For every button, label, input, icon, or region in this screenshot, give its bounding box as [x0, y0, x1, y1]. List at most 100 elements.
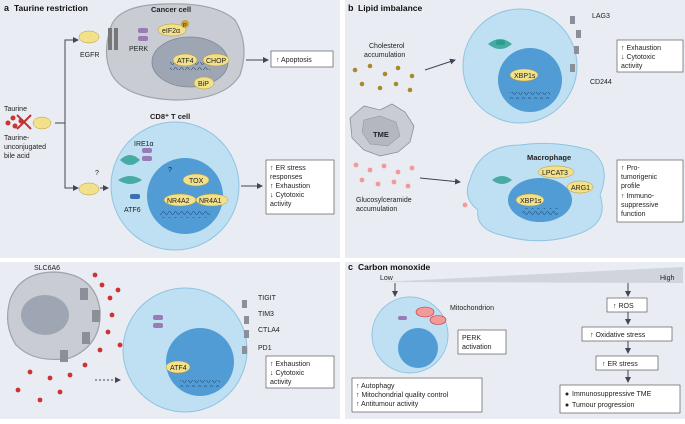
- er-membrane-icon: [118, 155, 142, 184]
- exhaustion-box-a: [265, 355, 335, 389]
- pro-line-1: ↑ Pro-: [621, 165, 640, 172]
- taurine-label: Taurine: [4, 106, 27, 113]
- panel-c-letter: c: [348, 262, 353, 272]
- nr4a1-label: NR4A1: [199, 198, 222, 205]
- atf6-label: ATF6: [124, 207, 141, 214]
- slc6a6-transporter-icons: [60, 288, 100, 362]
- pro-tumorigenic-box: [616, 159, 684, 223]
- eif2a-node: [157, 23, 187, 37]
- phospho-badge: [181, 20, 189, 28]
- arrow-to-egfr: [55, 37, 79, 124]
- outcome-line-2: Tumour progression: [572, 402, 634, 409]
- cd244-label: CD244: [590, 79, 612, 86]
- eif2a-label: eIF2α: [162, 28, 180, 35]
- taurine-molecules: [5, 114, 32, 130]
- tcell-ligand-icon: [78, 182, 100, 196]
- ctla4-label: CTLA4: [258, 327, 280, 334]
- atf4-label: ATF4: [177, 58, 194, 65]
- xbp1s-node: [509, 68, 539, 82]
- er-b-icon: [488, 39, 512, 49]
- slc6a6-label: SLC6A6: [34, 265, 60, 272]
- glucosylceramide-dots: [353, 162, 468, 208]
- tcell-c: [371, 296, 449, 374]
- glucosylceramide-label-2: accumulation: [356, 206, 397, 213]
- er-macrophage-icon: [492, 176, 512, 184]
- panel-b-letter: b: [348, 3, 354, 13]
- autophagy-line-3: ↑ Antitumour activity: [356, 401, 419, 408]
- checkpoint-receptors: [242, 300, 249, 354]
- xbp1s-macrophage-node: [515, 193, 545, 207]
- chop-label: CHOP: [206, 58, 227, 65]
- cholesterol-label-1: Cholesterol: [369, 43, 405, 50]
- tme-cluster: [349, 103, 415, 157]
- lag3-receptors: [570, 16, 581, 72]
- xbp1s-macrophage-label: XBP1s: [520, 198, 542, 205]
- perk-lower-icon: [153, 315, 163, 320]
- perk-label: PERK: [129, 46, 148, 53]
- nr4a1-node: [195, 193, 229, 207]
- panel-a-letter: a: [4, 3, 10, 13]
- tigit-label: TIGIT: [258, 295, 277, 302]
- er-box-line-3: ↑ Exhaustion: [270, 183, 310, 190]
- tox-node: [182, 173, 210, 187]
- arrow-cholesterol: [424, 58, 456, 71]
- tcell-b: [462, 8, 578, 124]
- er-stress-c-label: ↑ ER stress: [602, 361, 638, 368]
- mitochondrion-icon: [415, 306, 447, 325]
- cd8-cell-label: CD8⁺ T cell: [150, 112, 190, 121]
- lag3-label: LAG3: [592, 13, 610, 20]
- arg1-label: ARG1: [571, 185, 590, 192]
- exh-b-line-2: ↓ Cytotoxic: [621, 54, 656, 61]
- bile-acid-label-1: Taurine-: [4, 135, 30, 142]
- perk-activation-line-1: PERK: [462, 335, 481, 342]
- macrophage-label: Macrophage: [527, 153, 571, 162]
- arg1-node: [566, 180, 594, 194]
- er-box-line-5: activity: [270, 201, 292, 208]
- egfr-label: EGFR: [80, 52, 99, 59]
- ros-box: [606, 297, 648, 313]
- cancer-cell: [105, 3, 245, 101]
- xbp1s-label: XBP1s: [514, 73, 536, 80]
- question-mark-2: ?: [168, 167, 172, 174]
- outcome-line-1: Immunosuppressive TME: [572, 391, 652, 398]
- ire1a-label: IRE1α: [134, 141, 154, 148]
- autophagy-box: [351, 377, 483, 413]
- nr4a2-label: NR4A2: [167, 198, 190, 205]
- panel-b-title: Lipid imbalance: [358, 3, 423, 13]
- exh-b-line-3: activity: [621, 63, 643, 70]
- bile-acid-icon: [32, 116, 52, 130]
- exh-b-line-1: ↑ Exhaustion: [621, 45, 661, 52]
- oxidative-stress-box: [581, 326, 673, 342]
- perk-activation-line-2: activation: [462, 344, 492, 351]
- atf4-lower-label: ATF4: [170, 365, 187, 372]
- glucosylceramide-label-1: Glucosylceramide: [356, 197, 412, 204]
- er-stress-c-box: [595, 355, 659, 371]
- tumour-cell-slc6a6: [6, 271, 101, 361]
- exh-a-line-3: activity: [270, 379, 292, 386]
- question-mark-1: ?: [95, 170, 99, 177]
- tim3-label: TIM3: [258, 311, 274, 318]
- pro-line-3: profile: [621, 183, 640, 190]
- taurine-efflux-dots: [15, 272, 123, 403]
- perk-activation-box: [457, 329, 507, 355]
- autophagy-line-2: ↑ Mitochondrial quality control: [356, 392, 449, 399]
- ire1a-icon: [142, 148, 152, 153]
- outcome-box: [559, 384, 681, 414]
- ros-label: ↑ ROS: [613, 303, 634, 310]
- atf4-lower-node: [165, 360, 191, 374]
- chop-node: [202, 53, 230, 67]
- atf6-icon: [130, 194, 140, 199]
- cancer-cell-label: Cancer cell: [151, 5, 191, 14]
- cholesterol-label-2: accumulation: [364, 52, 405, 59]
- arrow-glucosylceramide: [419, 177, 461, 185]
- lpcat3-node: [537, 165, 575, 179]
- egfr-receptor-icon: [108, 28, 118, 50]
- exh-a-line-1: ↑ Exhaustion: [270, 361, 310, 368]
- pro-line-4: ↑ Immuno-: [621, 193, 655, 200]
- high-label: High: [660, 275, 675, 282]
- atf4-node: [172, 53, 198, 67]
- exh-a-line-2: ↓ Cytotoxic: [270, 370, 305, 377]
- oxidative-label: ↑ Oxidative stress: [590, 332, 646, 339]
- tcell-lower: [122, 287, 248, 413]
